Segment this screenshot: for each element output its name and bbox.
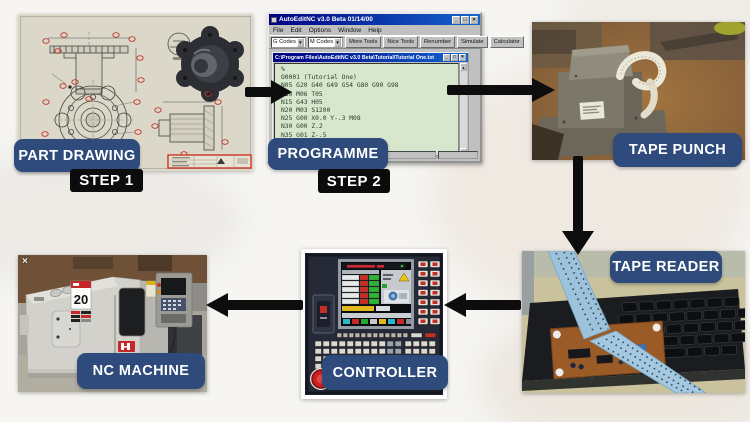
- title-block: [167, 154, 252, 169]
- code-line: N20 M03 S1200: [281, 107, 331, 115]
- label-tape-punch: TAPE PUNCH: [613, 133, 742, 167]
- maximize-button[interactable]: □: [461, 15, 469, 24]
- menu-help[interactable]: Help: [368, 26, 382, 34]
- sign-number: 20: [74, 292, 88, 307]
- minimize-button[interactable]: _: [452, 15, 460, 24]
- controller-softkeys: [417, 260, 441, 325]
- tape-punch-image: [532, 22, 745, 160]
- menu-bar: File Edit Options Window Help: [269, 25, 480, 35]
- minimize-button[interactable]: _: [443, 54, 450, 61]
- simulate-button[interactable]: Simulate: [457, 36, 488, 48]
- control-pendant: [155, 272, 193, 368]
- dropdown-arrow-icon[interactable]: ▼: [334, 37, 342, 47]
- tape-reader-image: [522, 251, 745, 393]
- calculator-button[interactable]: Calculator: [489, 36, 524, 48]
- code-line: N25 G00 X0.0 Y-.3 M08: [281, 115, 361, 123]
- scroll-up-icon[interactable]: ▲: [460, 63, 467, 71]
- renumber-button[interactable]: Renumber: [419, 36, 456, 48]
- code-line: N05 G20 G40 G49 G54 G80 G90 G98: [281, 82, 399, 90]
- m-codes-label: M Codes: [309, 39, 334, 45]
- menu-options[interactable]: Options: [308, 26, 332, 34]
- app-icon: [271, 16, 277, 23]
- haas-logo: [118, 341, 135, 352]
- document-title: C:\Program Files\AutoEditNC v3.0 Beta\Tu…: [275, 54, 435, 61]
- photo-close-icon[interactable]: ×: [22, 256, 28, 267]
- code-line: N15 G43 H05: [281, 98, 323, 106]
- g-codes-combobox[interactable]: G Codes ▼: [271, 36, 306, 48]
- label-controller: CONTROLLER: [322, 355, 448, 390]
- label-part-drawing: PART DRAWING: [14, 139, 140, 172]
- menu-edit[interactable]: Edit: [290, 26, 302, 34]
- maximize-button[interactable]: □: [451, 54, 458, 61]
- dropdown-arrow-icon[interactable]: ▼: [296, 37, 304, 47]
- code-line: O0001 (Tutorial One): [281, 74, 357, 82]
- nice-tools-button[interactable]: Nice Tools: [383, 36, 418, 48]
- more-tools-button[interactable]: More Tools: [345, 36, 382, 48]
- side-view: [48, 32, 137, 104]
- code-line: %: [281, 66, 285, 73]
- code-line: N10 M06 T05: [281, 90, 323, 98]
- label-programme: PROGRAMME: [268, 138, 388, 170]
- document-titlebar[interactable]: C:\Program Files\AutoEditNC v3.0 Beta\Tu…: [273, 53, 468, 62]
- code-line: N30 G00 Z.2: [281, 123, 323, 131]
- close-button[interactable]: ×: [470, 15, 478, 24]
- controller-side-module: [312, 294, 335, 334]
- vertical-scrollbar[interactable]: ▲ ▼: [459, 63, 467, 156]
- machine-sign: 20: [70, 280, 92, 322]
- punched-tape: [547, 251, 707, 393]
- window-titlebar[interactable]: AutoEditNC v3.0 Beta 01/14/00 _ □ ×: [269, 14, 480, 25]
- window-title: AutoEditNC v3.0 Beta 01/14/00: [279, 16, 373, 23]
- menu-window[interactable]: Window: [338, 26, 362, 34]
- paper-tape: [616, 51, 667, 119]
- controller-screen: [338, 259, 414, 329]
- autoeditnc-window: AutoEditNC v3.0 Beta 01/14/00 _ □ × File…: [267, 12, 524, 163]
- g-codes-label: G Codes: [273, 39, 296, 45]
- m-codes-combobox[interactable]: M Codes ▼: [307, 36, 344, 48]
- dimension-callouts: [41, 32, 229, 157]
- code-line: N35 G01 Z-.5: [281, 131, 327, 139]
- close-button[interactable]: ×: [459, 54, 466, 61]
- label-step-2: STEP 2: [318, 169, 390, 193]
- arrow-controller-to-ncmachine: [206, 293, 303, 317]
- section-view: [158, 101, 223, 151]
- label-nc-machine: NC MACHINE: [77, 353, 205, 389]
- label-step-1: STEP 1: [70, 169, 143, 192]
- hub-3d-render: [176, 26, 244, 102]
- tool-bar: G Codes ▼ M Codes ▼ More Tools Nice Tool…: [269, 35, 524, 49]
- label-tape-reader: TAPE READER: [610, 251, 722, 283]
- menu-file[interactable]: File: [273, 26, 284, 34]
